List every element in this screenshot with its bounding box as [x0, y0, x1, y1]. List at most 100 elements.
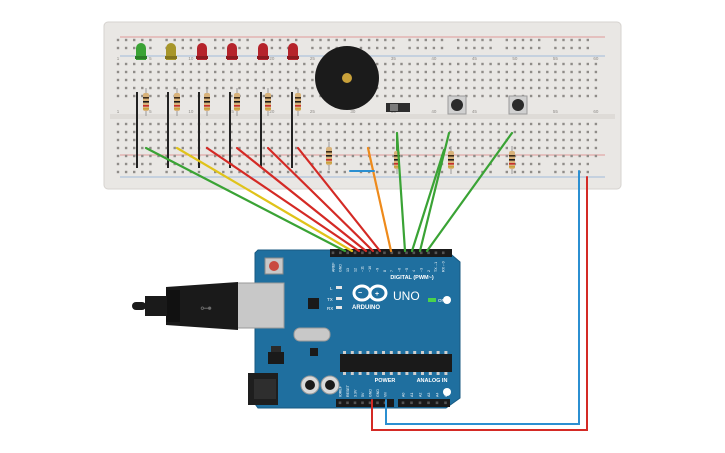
analog-pin-label: A2: [418, 393, 422, 397]
pin-label: 8: [383, 270, 387, 272]
atmega-chip-pins: [343, 351, 448, 375]
mounting-hole: [443, 388, 451, 396]
led-tx: [336, 297, 342, 300]
breadboard-divider: [110, 114, 615, 119]
column-number-top: 40: [431, 56, 437, 61]
led-l: [336, 286, 342, 289]
resistor-led-2[interactable]: [174, 88, 180, 116]
arduino-logo-icon: [352, 284, 388, 302]
wire-red-led6[interactable]: [296, 146, 382, 253]
usb-cable[interactable]: ⊶: [132, 282, 285, 330]
analog-pin-label: A3: [427, 393, 431, 397]
pin-label: GND: [339, 264, 343, 272]
pushbutton-1[interactable]: [447, 95, 467, 115]
logo-plus-icon: +: [375, 291, 379, 298]
led-3[interactable]: [196, 43, 208, 60]
column-number-bottom: 60: [593, 109, 599, 114]
atmega-chip: [340, 354, 452, 372]
power-jack-inner: [254, 379, 276, 399]
resistor-button-2[interactable]: [509, 146, 515, 174]
voltage-regulator-tab: [271, 346, 281, 352]
resistor-buzzer[interactable]: [326, 142, 332, 170]
resistor-led-1[interactable]: [143, 88, 149, 116]
wire-red-led4[interactable]: [235, 146, 368, 253]
column-number-bottom: 30: [350, 109, 356, 114]
pin-label: 7: [390, 270, 394, 272]
wire-red-led5[interactable]: [266, 146, 375, 253]
small-component: [310, 348, 318, 356]
pin-label: ~6: [397, 268, 401, 272]
column-number-bottom: 25: [310, 109, 316, 114]
piezo-buzzer[interactable]: [315, 46, 379, 110]
pin-label: ~5: [405, 268, 409, 272]
wire-yellow-led2[interactable]: [175, 146, 354, 253]
led-l-label: L: [330, 286, 333, 291]
pushbutton-2[interactable]: [508, 95, 528, 115]
usb-plug-grip: [166, 290, 180, 322]
crystal-oscillator: [293, 327, 331, 342]
wire-green-button1[interactable]: [418, 131, 451, 253]
power-pin-label: GND: [376, 389, 380, 397]
column-number-bottom: 5: [149, 109, 152, 114]
column-number-top: 45: [472, 56, 478, 61]
column-number-top: 1: [117, 56, 120, 61]
led-1[interactable]: [135, 43, 147, 60]
wire-red-5v[interactable]: [371, 176, 588, 431]
analog-pin-label: A0: [401, 393, 405, 397]
column-number-top: 50: [512, 56, 518, 61]
wire-blue-gnd[interactable]: [385, 170, 580, 425]
voltage-regulator: [268, 352, 284, 364]
led-group: [135, 43, 299, 60]
column-number-bottom: 40: [431, 109, 437, 114]
resistor-button-1[interactable]: [448, 146, 454, 174]
power-header-label: POWER: [375, 378, 396, 384]
wire-green-led1[interactable]: [144, 146, 347, 253]
capacitor-2-top: [325, 380, 335, 390]
pin-label: ~11: [361, 266, 365, 272]
column-number-top: 60: [593, 56, 599, 61]
resistor-led-5[interactable]: [265, 88, 271, 116]
slide-switch[interactable]: [386, 103, 410, 112]
model-label: UNO: [393, 289, 420, 303]
column-number-top: 35: [391, 56, 397, 61]
led-2[interactable]: [165, 43, 177, 60]
jumper-wires: [144, 131, 588, 431]
analog-pin-label: A1: [410, 393, 414, 397]
column-number-top: 25: [310, 56, 316, 61]
analog-pin-label: A4: [435, 393, 439, 397]
small-ic-chip: [308, 298, 319, 309]
pin-label: TX→1: [434, 262, 438, 272]
led-rx-label: RX: [327, 306, 333, 311]
pin-label: ~10: [368, 266, 372, 272]
pin-label: RX←0: [442, 261, 446, 272]
wire-green-switch[interactable]: [395, 131, 407, 253]
resistor-led-3[interactable]: [204, 88, 210, 116]
column-number-bottom: 15: [229, 109, 235, 114]
resistor-led-6[interactable]: [295, 88, 301, 116]
led-6[interactable]: [287, 43, 299, 60]
capacitor-1-top: [305, 380, 315, 390]
brand-label: ARDUINO: [352, 305, 380, 311]
column-number-bottom: 10: [188, 109, 194, 114]
wire-red-led3[interactable]: [205, 146, 361, 253]
led-5[interactable]: [257, 43, 269, 60]
analog-pin-labels: A0 A1 A2 A3 A4 A5: [401, 393, 448, 397]
wire-green-button2[interactable]: [425, 131, 514, 253]
column-number-top: 20: [269, 56, 275, 61]
breadboard-column-numbers: 1155101015152020252530303535404045455050…: [117, 56, 599, 114]
resistor-led-4[interactable]: [234, 88, 240, 116]
pin-label: 2: [427, 270, 431, 272]
column-number-bottom: 1: [117, 109, 120, 114]
power-header: [336, 399, 394, 407]
wire-orange-buzzer[interactable]: [366, 146, 393, 253]
logo-minus-icon: −: [358, 290, 362, 297]
led-tx-label: TX: [327, 297, 333, 302]
led-4[interactable]: [226, 43, 238, 60]
pin-label: 4: [412, 270, 416, 272]
power-on-led: [428, 298, 436, 302]
analog-pin-label: A5: [444, 393, 448, 397]
wire-green-switch-2[interactable]: [410, 148, 446, 253]
column-number-top: 55: [553, 56, 559, 61]
